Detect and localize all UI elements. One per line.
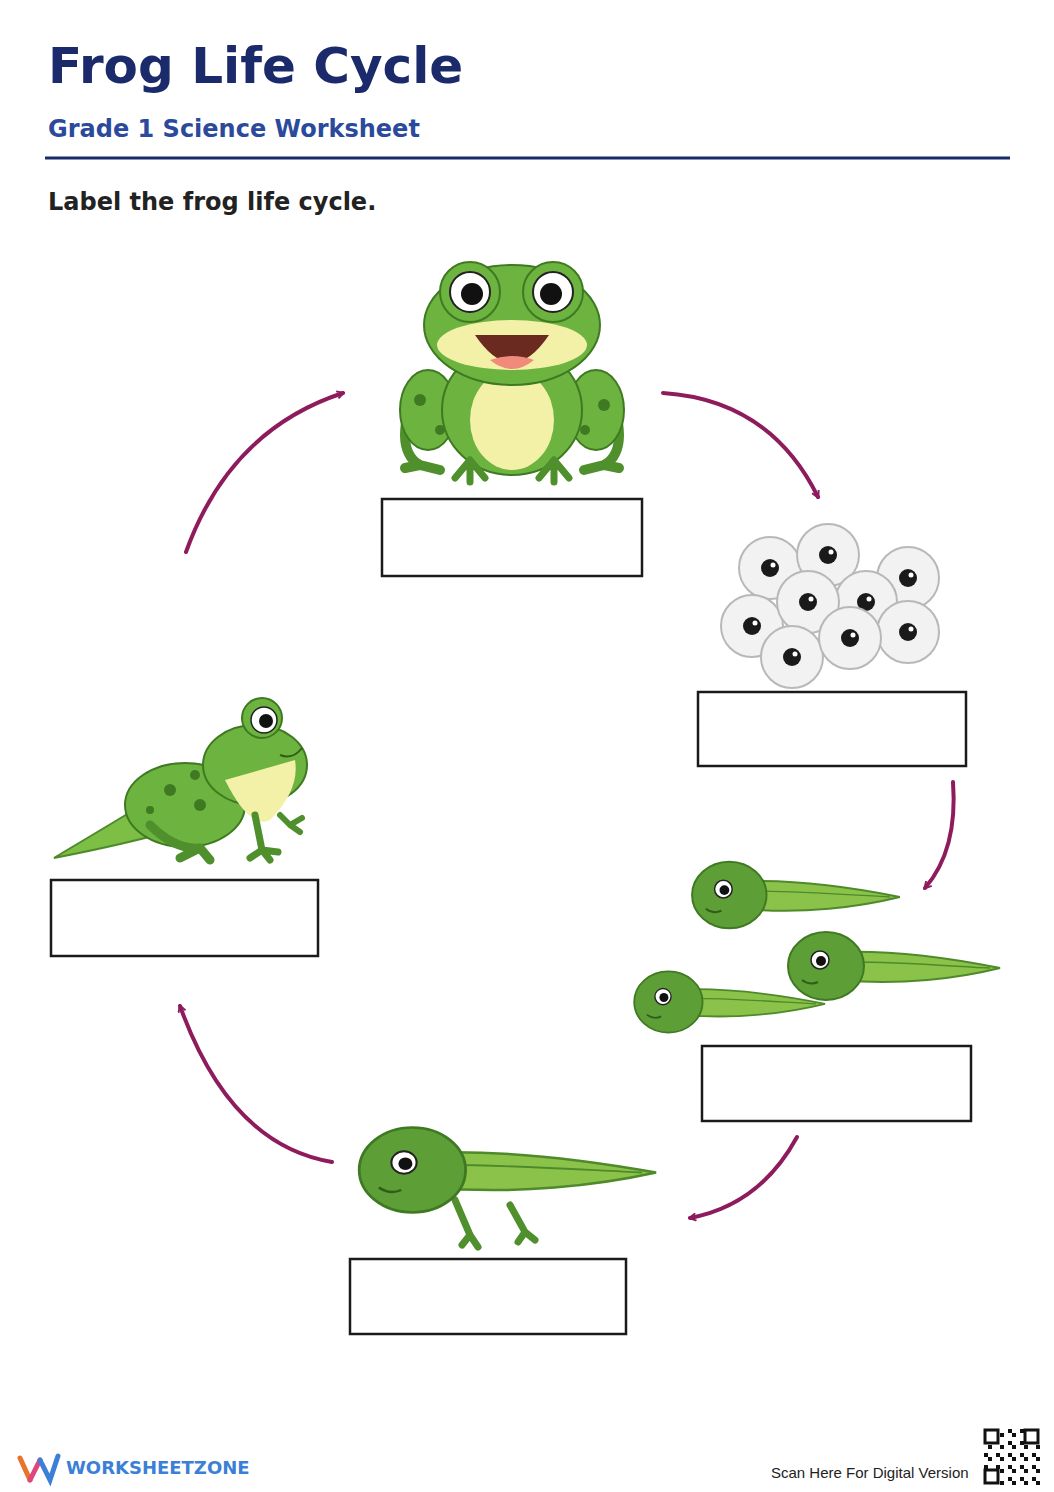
adult-frog xyxy=(400,262,624,482)
tadpoles xyxy=(634,862,1000,1033)
instruction: Label the frog life cycle. xyxy=(48,188,376,217)
cycle-arrows xyxy=(180,393,954,1218)
answer-boxes xyxy=(51,499,971,1334)
froglet xyxy=(54,698,307,860)
page-title: Frog Life Cycle xyxy=(48,36,463,96)
header-rule xyxy=(45,157,1010,160)
tadpole-with-legs xyxy=(359,1128,656,1248)
qr-note: Scan Here For Digital Version xyxy=(771,1464,969,1482)
frog-eggs xyxy=(721,524,939,688)
logo-mark xyxy=(20,1456,58,1480)
qr-code xyxy=(983,1428,1040,1485)
brand-name: WORKSHEETZONE xyxy=(66,1457,250,1479)
subtitle: Grade 1 Science Worksheet xyxy=(48,115,420,144)
